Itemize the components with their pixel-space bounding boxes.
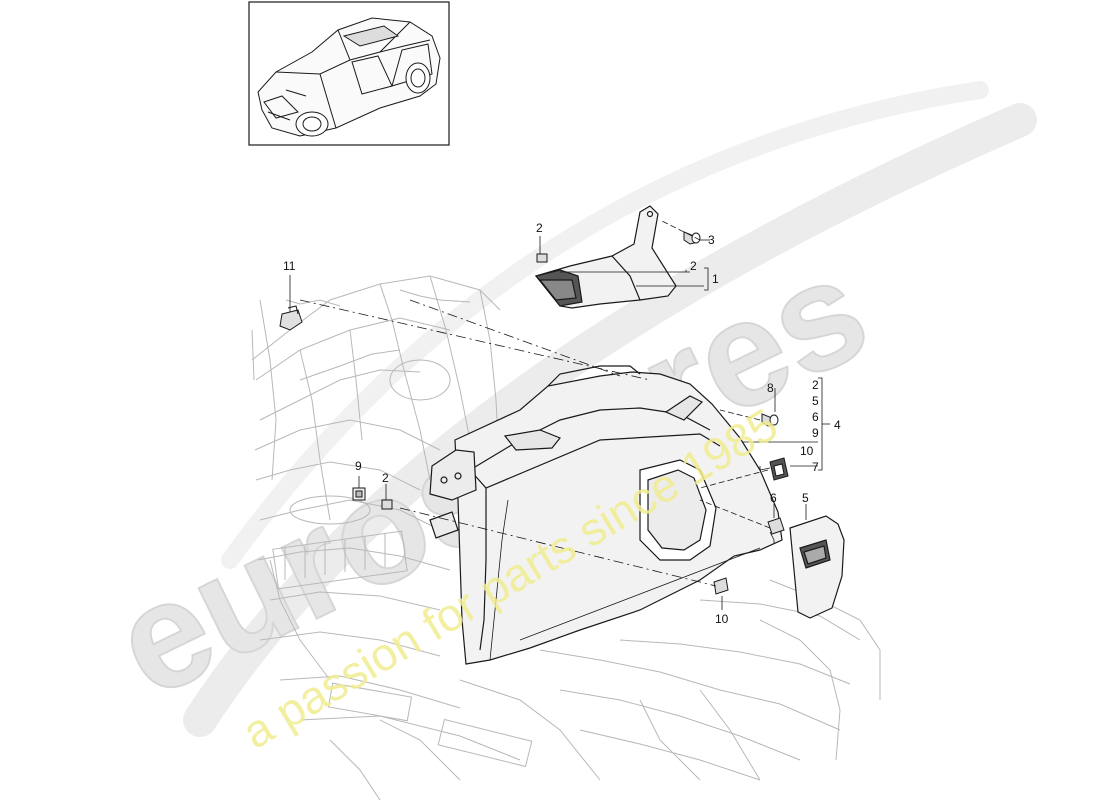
cover-panel bbox=[789, 515, 845, 619]
side-trim-panel bbox=[429, 365, 783, 665]
callout-2-top: 2 bbox=[536, 221, 543, 235]
grommet-7 bbox=[769, 457, 789, 481]
callout-5: 5 bbox=[802, 491, 809, 505]
callout-6-group-4: 6 bbox=[812, 410, 819, 424]
watermark-swoosh bbox=[183, 81, 1037, 737]
upper-trim-panel bbox=[534, 205, 677, 309]
suv-car-icon bbox=[257, 17, 441, 137]
bolt-3 bbox=[683, 231, 701, 245]
bolt-8 bbox=[761, 413, 779, 427]
callout-4: 4 bbox=[834, 418, 841, 432]
leader-lines bbox=[289, 219, 830, 610]
callout-8: 8 bbox=[767, 381, 774, 395]
fasteners bbox=[279, 231, 789, 595]
clip-10 bbox=[713, 577, 729, 595]
callout-7: 7 bbox=[812, 460, 819, 474]
vehicle-body-background bbox=[251, 275, 881, 800]
clip-9 bbox=[352, 487, 366, 501]
callout-5-group-4: 5 bbox=[812, 394, 819, 408]
vehicle-thumbnail[interactable] bbox=[248, 1, 450, 146]
callout-10-right: 10 bbox=[800, 444, 814, 458]
clip-11 bbox=[279, 305, 303, 331]
clip-6 bbox=[767, 517, 785, 535]
callout-10-bottom: 10 bbox=[715, 612, 729, 626]
callout-6: 6 bbox=[770, 491, 777, 505]
callout-labels: 11 2 3 2 1 8 2 5 6 9 4 10 7 6 5 9 2 10 bbox=[283, 221, 841, 626]
callout-2-group-1: 2 bbox=[690, 259, 697, 273]
callout-9-group-4: 9 bbox=[812, 426, 819, 440]
callout-3: 3 bbox=[708, 233, 715, 247]
callout-11: 11 bbox=[283, 259, 296, 273]
clip-2-top bbox=[536, 253, 548, 263]
callout-9: 9 bbox=[355, 459, 362, 473]
callout-2-group-4: 2 bbox=[812, 378, 819, 392]
clip-2-left bbox=[381, 499, 393, 510]
callout-2-left: 2 bbox=[382, 471, 389, 485]
callout-1: 1 bbox=[712, 272, 719, 286]
